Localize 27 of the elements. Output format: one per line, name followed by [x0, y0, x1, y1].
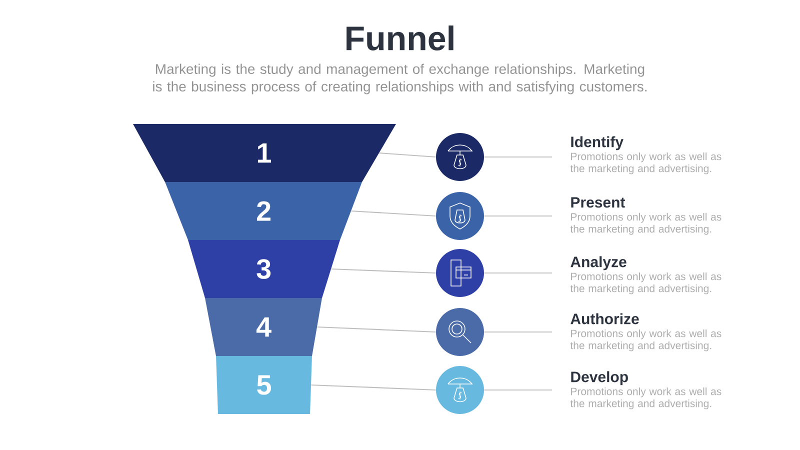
icon-circle	[436, 133, 484, 181]
connector-line	[317, 326, 436, 333]
icon-circle	[436, 308, 484, 356]
connector-line	[351, 210, 436, 217]
connector-line	[311, 384, 436, 391]
funnel-band: 1	[133, 124, 396, 182]
subtitle: Marketing is the study and management of exchange relationships. Marketing is the business process of creating relationships with and satisfying customers.	[153, 64, 646, 94]
step-text: Identify Promotions only work as well as the marketing and advertising.	[570, 136, 722, 174]
funnel-band: 4	[205, 298, 322, 356]
funnel-band: 3	[188, 240, 340, 298]
step-text: Analyze Promotions only work as well as the marketing and advertising.	[570, 256, 722, 294]
connector-line	[484, 272, 552, 274]
step-text: Authorize Promotions only work as well as the marketing and advertising.	[570, 313, 722, 352]
connector-line	[484, 156, 552, 158]
connector-line	[484, 331, 552, 333]
icon-circle	[436, 366, 484, 414]
funnel-band: 2	[165, 182, 362, 240]
step-text: Develop Promotions only work as well as the marketing and advertising.	[570, 371, 722, 410]
icon-circle	[436, 192, 484, 240]
connector-line	[484, 389, 552, 391]
icon-circle	[436, 249, 484, 297]
step-text: Present Promotions only work as well as the marketing and advertising.	[570, 197, 722, 235]
connector-line	[331, 268, 436, 274]
title: Funnel	[346, 26, 454, 50]
connector-line	[484, 215, 552, 217]
connector-line	[379, 152, 436, 158]
funnel-band: 5	[216, 356, 312, 414]
